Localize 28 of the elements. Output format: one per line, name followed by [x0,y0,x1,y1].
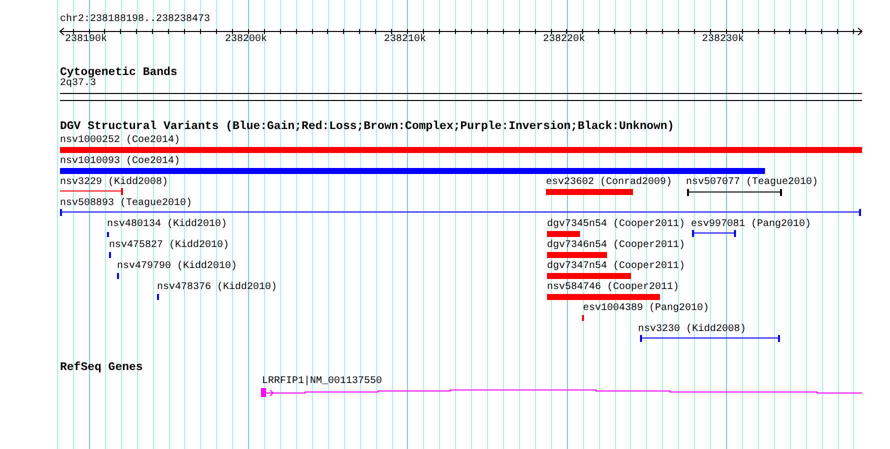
variant-label: nsv508893 (Teague2010) [60,198,192,209]
variant-label: esv1004389 (Pang2010) [583,303,710,314]
scale-label: 238220k [543,34,586,45]
variant-label: nsv584746 (Cooper2011) [547,282,680,293]
scale-label: 238210k [384,34,426,45]
variant-label: nsv478376 (Kidd2010) [157,282,278,293]
variant-label: nsv480134 (Kidd2010) [107,219,228,230]
scale-label: 238200k [225,34,268,45]
region-coordinates: chr2:238188198..238238473 [60,14,210,25]
variant-label: nsv3230 (Kidd2008) [638,324,746,335]
gene-label: LRRFIP1|NM_001137550 [262,376,382,387]
variant-label: nsv475827 (Kidd2010) [109,240,230,251]
variant-label: esv23602 (Conrad2009) [546,177,672,188]
variant-label: nsv1010093 (Coe2014) [60,156,180,167]
variant-label: nsv3229 (Kidd2008) [60,177,168,188]
track-heading: Cytogenetic Bands [60,67,178,78]
variant-label: dgv7347n54 (Cooper2011) [547,261,686,272]
track-heading: RefSeq Genes [60,362,143,373]
scale-label: 238230k [702,34,744,45]
variant-label: nsv507077 (Teague2010) [686,177,818,188]
track-heading: DGV Structural Variants (Blue:Gain;Red:Loss;Brown:Complex;Purple:Inversion;Black:Unknown) [60,121,674,132]
variant-label: nsv1000252 (Coe2014) [60,135,180,146]
variant-label: nsv479790 (Kidd2010) [117,261,238,272]
band-label: 2q37.3 [60,78,96,89]
variant-label: dgv7346n54 (Cooper2011) [547,240,686,251]
variant-label: dgv7345n54 (Cooper2011) [547,219,686,230]
variant-label: esv997081 (Pang2010) [691,219,812,230]
scale-label: 238190k [65,34,108,45]
